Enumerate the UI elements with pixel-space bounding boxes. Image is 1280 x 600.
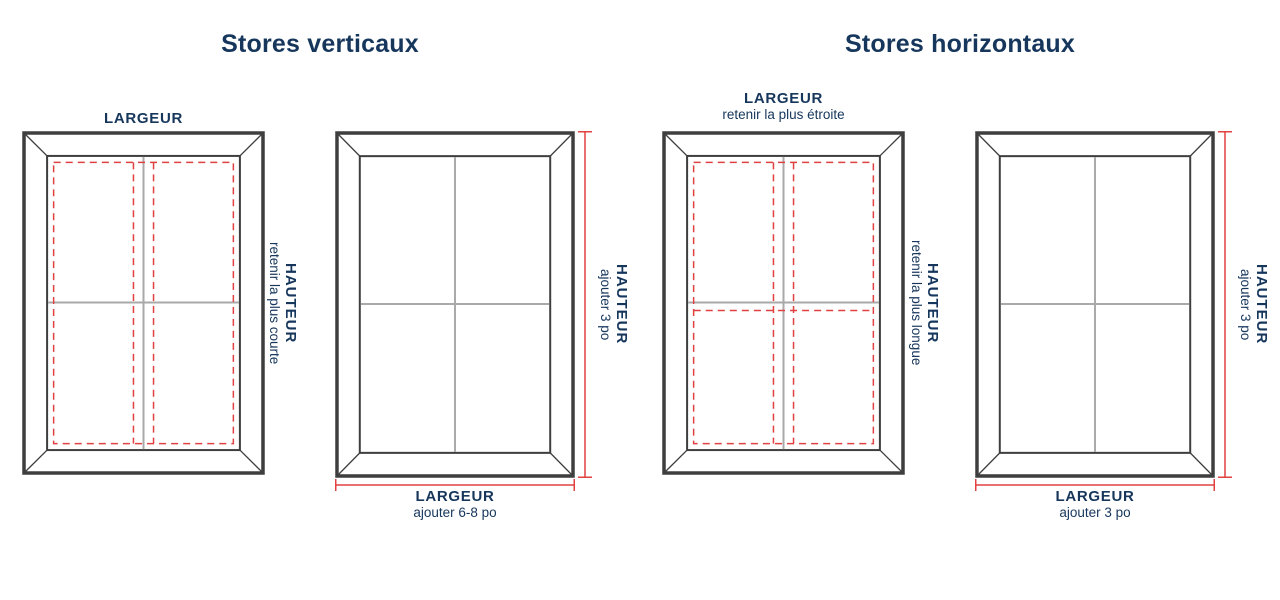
w3-height-label-title: HAUTEUR [924,262,941,344]
w1-width-label: LARGEUR [22,110,265,127]
w2-height-label: HAUTEUR ajouter 3 po [597,131,630,478]
w2-width-dimension-line [335,479,575,491]
window-diagram-outside-mount-vertical [335,131,575,478]
w2-mullion-cross [360,157,550,452]
w3-height-label: HAUTEUR retenir la plus longue [908,131,941,475]
w1-height-label-title: HAUTEUR [282,262,299,344]
w1-width-label-title: LARGEUR [103,110,184,127]
w3-width-label-subtitle: retenir la plus étroite [722,107,845,122]
w3-width-label-title: LARGEUR [743,90,824,107]
w4-width-label-title: LARGEUR [1055,488,1135,505]
w2-width-label: LARGEUR ajouter 6-8 po [335,488,575,521]
section-title-horizontal-blinds: Stores horizontaux [844,30,1076,58]
w4-height-label-title: HAUTEUR [1253,264,1270,345]
w2-width-label-title: LARGEUR [415,488,495,505]
w1-height-label-subtitle: retenir la plus courte [267,241,282,365]
w4-mullion-cross [1000,157,1190,452]
w3-mullion-cross [688,156,879,450]
w2-height-label-subtitle: ajouter 3 po [598,268,613,341]
w1-mullion-cross [48,156,239,450]
w4-width-dimension-line [975,479,1215,491]
w3-width-label: LARGEUR retenir la plus étroite [662,90,905,123]
section-title-vertical-blinds: Stores verticaux [221,30,419,58]
w2-window-frame-graphic [335,131,575,478]
w1-inside-measure-dashed-lines [52,161,235,445]
w1-height-label: HAUTEUR retenir la plus courte [266,131,299,475]
w3-height-label-subtitle: retenir la plus longue [909,240,924,366]
w3-inside-measure-dashed-lines [692,161,875,445]
w2-height-dimension-line [578,131,594,478]
w4-width-label: LARGEUR ajouter 3 po [975,488,1215,521]
w3-window-frame-graphic [662,131,905,475]
w2-width-label-subtitle: ajouter 6-8 po [413,505,497,520]
window-diagram-outside-mount-horizontal [975,131,1215,478]
window-diagram-inside-mount-vertical [22,131,265,475]
w2-height-label-title: HAUTEUR [613,264,630,345]
window-diagram-inside-mount-horizontal [662,131,905,475]
w4-window-frame-graphic [975,131,1215,478]
w4-width-label-subtitle: ajouter 3 po [1059,505,1131,520]
w1-window-frame-graphic [22,131,265,475]
w4-height-label: HAUTEUR ajouter 3 po [1237,131,1270,478]
w4-height-label-subtitle: ajouter 3 po [1238,268,1253,341]
w4-height-dimension-line [1218,131,1234,478]
